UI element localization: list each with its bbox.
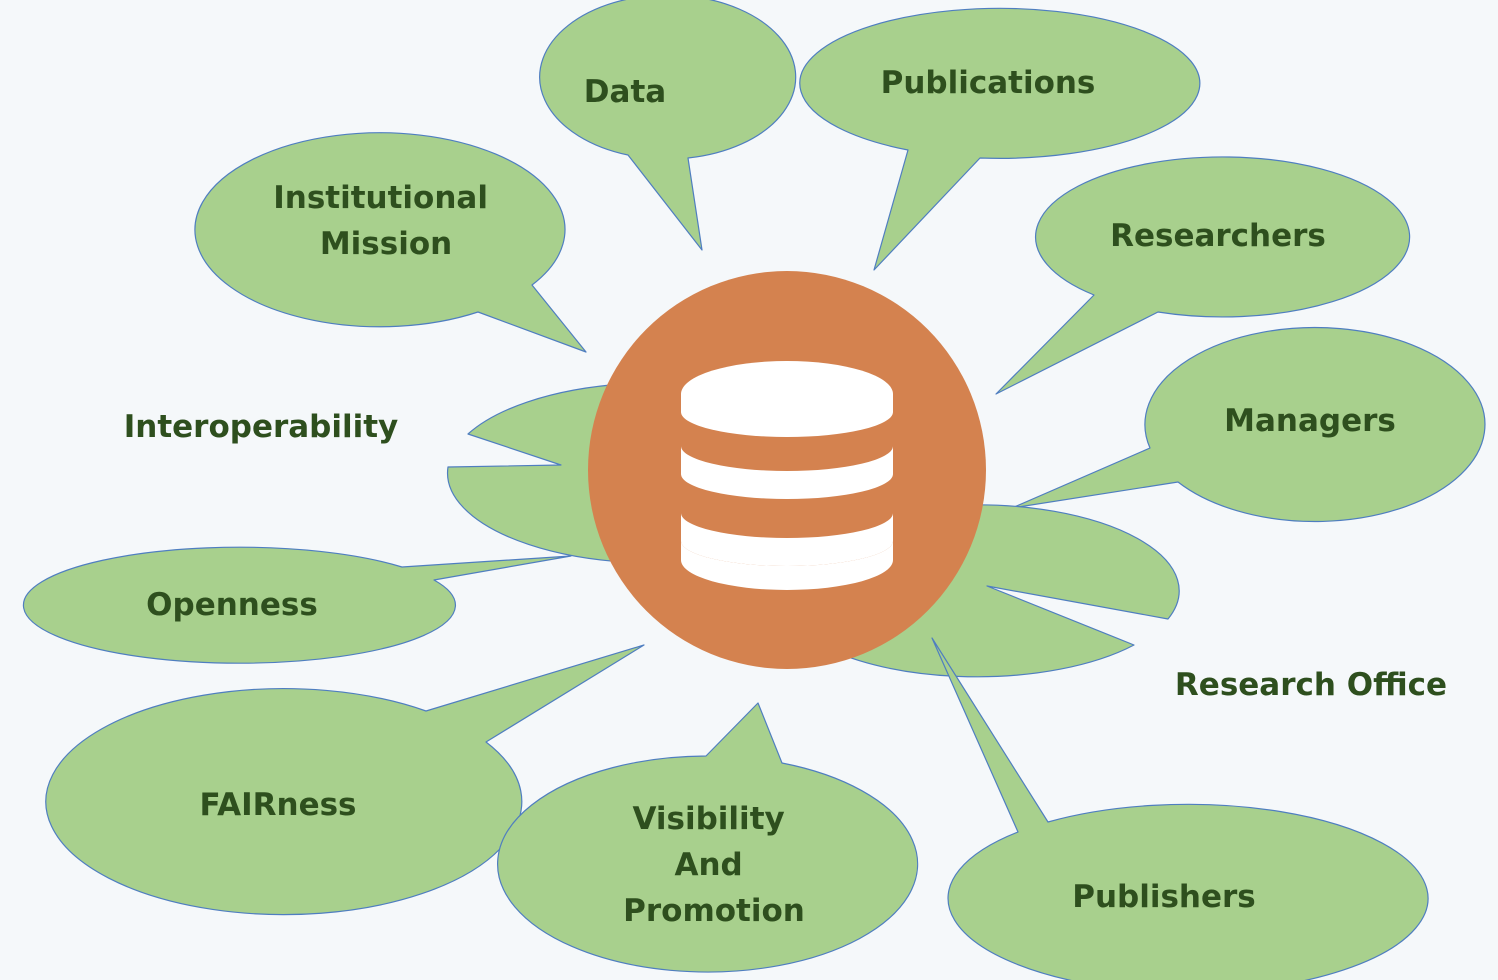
bubble-label-visibility: Visibility: [632, 801, 784, 837]
bubble-label-publications: Publications: [881, 65, 1096, 101]
svg-text:Institutional Mission: Institutional Mission: [273, 180, 499, 262]
bubble-visibility: Visibility And Promotion: [497, 702, 919, 973]
bubble-label-interoperability: Interoperability: [124, 409, 399, 445]
bubble-researchers: Researchers: [995, 156, 1411, 395]
svg-text:FAIRness: FAIRness: [199, 787, 356, 823]
bubble-label-research-office: Research Office: [1175, 667, 1447, 703]
svg-text:Researchers: Researchers: [1110, 218, 1326, 254]
central-hub: [588, 271, 986, 669]
bubble-label-promotion: Promotion: [623, 893, 805, 929]
bubble-label-mission: Mission: [320, 226, 452, 262]
svg-text:Data: Data: [584, 74, 666, 110]
bubble-openness: Openness: [22, 546, 572, 664]
database-icon: [681, 361, 893, 590]
bubble-label-and: And: [674, 847, 742, 883]
svg-text:Publishers: Publishers: [1072, 879, 1256, 915]
svg-text:Visibility And Pro: Visibility And Promotion: [623, 801, 805, 929]
svg-text:Research Office: Research Office: [1175, 667, 1447, 703]
svg-text:Publications: Publications: [881, 65, 1096, 101]
bubble-label-publishers: Publishers: [1072, 879, 1256, 915]
svg-text:Managers: Managers: [1224, 403, 1396, 439]
hub-circle: [588, 271, 986, 669]
svg-text:Interoperability: Interoperability: [124, 409, 399, 445]
bubble-label-researchers: Researchers: [1110, 218, 1326, 254]
bubble-label-openness: Openness: [146, 587, 318, 623]
bubble-institutional-mission: Institutional Mission: [194, 132, 587, 353]
bubble-data: Data: [539, 0, 797, 251]
bubble-label-data: Data: [584, 74, 666, 110]
svg-text:Openness: Openness: [146, 587, 318, 623]
bubble-label-managers: Managers: [1224, 403, 1396, 439]
bubble-publishers: Publishers: [931, 637, 1429, 980]
bubble-label-fairness: FAIRness: [199, 787, 356, 823]
bubble-publications: Publications: [799, 7, 1201, 271]
bubble-label-institutional: Institutional: [273, 180, 488, 216]
bubble-managers: Managers: [1011, 326, 1486, 523]
